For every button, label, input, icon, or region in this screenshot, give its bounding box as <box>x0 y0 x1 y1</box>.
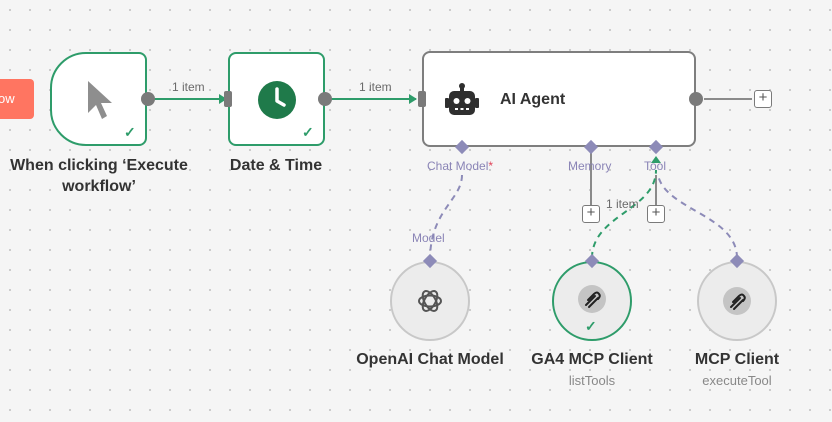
ga4-mcp-client-node[interactable]: ✓ <box>552 261 632 341</box>
success-check-icon: ✓ <box>585 318 597 334</box>
openai-chat-model-title: OpenAI Chat Model <box>356 351 504 368</box>
robot-icon <box>445 83 479 115</box>
openai-chat-model-node[interactable] <box>390 261 470 341</box>
trigger-to-datetime-items-label: 1 item <box>172 80 205 94</box>
datetime-to-agent-arrow <box>409 94 417 104</box>
clock-icon <box>258 81 296 119</box>
tool-port-label: Tool <box>644 159 667 173</box>
add-tool-button[interactable]: + <box>647 205 665 223</box>
agent-input-handle[interactable] <box>418 91 426 107</box>
datetime-to-agent-items-label: 1 item <box>359 80 392 94</box>
date-time-node[interactable]: ✓ <box>228 52 325 146</box>
ga4-mcp-client-title: GA4 MCP Client <box>531 351 653 368</box>
cursor-icon <box>88 81 112 119</box>
partial-trigger-label: ow <box>0 91 15 106</box>
date-time-title: Date & Time <box>229 157 323 174</box>
mcp-to-tool-items-label: 1 item <box>606 197 639 211</box>
agent-output-handle[interactable] <box>689 92 703 106</box>
partial-trigger-node[interactable]: ow <box>0 79 34 119</box>
mcp-icon <box>723 287 751 315</box>
ga4-mcp-client-subtitle: listTools <box>568 373 616 388</box>
chat-model-port-label: Chat Model* <box>427 159 494 173</box>
success-check-icon: ✓ <box>302 124 314 140</box>
datetime-output-handle[interactable] <box>318 92 332 106</box>
openai-icon <box>418 290 442 312</box>
model-port-label: Model <box>412 231 445 245</box>
mcp-to-tool-wire <box>657 174 738 259</box>
manual-trigger-title: When clicking ‘Execute workflow’ <box>10 157 188 195</box>
manual-trigger-node[interactable]: ✓ <box>50 52 147 146</box>
ai-agent-title: AI Agent <box>500 91 566 108</box>
success-check-icon: ✓ <box>124 124 136 140</box>
ai-agent-node[interactable]: AI Agent <box>422 51 696 147</box>
add-memory-button[interactable]: + <box>582 205 600 223</box>
mcp-client-subtitle: executeTool <box>702 373 772 388</box>
memory-port-label: Memory <box>568 159 612 173</box>
chatmodel-wire <box>429 174 463 261</box>
mcp-client-node[interactable] <box>697 261 777 341</box>
datetime-input-handle[interactable] <box>224 91 232 107</box>
mcp-client-title: MCP Client <box>694 351 780 368</box>
trigger-output-handle[interactable] <box>141 92 155 106</box>
mcp-icon <box>578 285 606 313</box>
add-next-node-button[interactable]: + <box>754 90 772 108</box>
